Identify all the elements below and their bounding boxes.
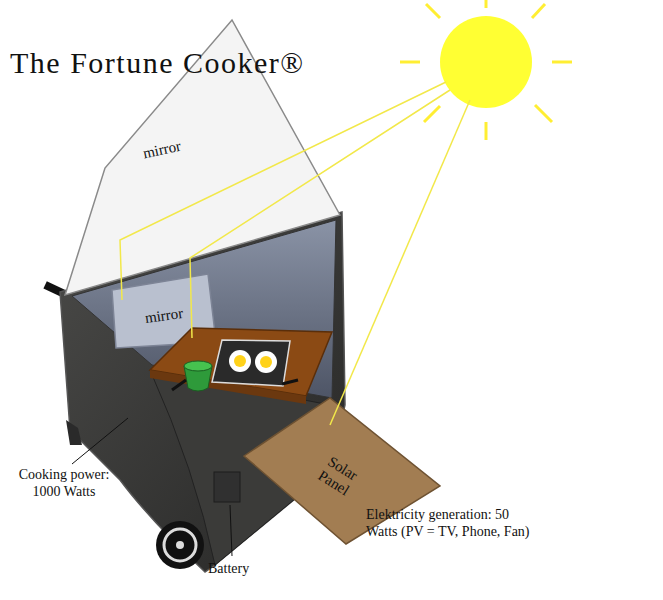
wheel bbox=[156, 521, 204, 569]
solar-panel-outline bbox=[244, 398, 440, 544]
title: The Fortune Cooker® bbox=[10, 46, 305, 80]
wheel-rim bbox=[164, 529, 196, 561]
sunlight-rays bbox=[120, 82, 470, 425]
sun bbox=[440, 16, 532, 108]
battery bbox=[214, 472, 240, 502]
egg-yolk bbox=[234, 355, 246, 367]
griddle-handle bbox=[282, 380, 298, 384]
power-generation-label: Elektricity generation: 50 Watts (PV = T… bbox=[366, 506, 534, 540]
sun-rays bbox=[400, 0, 572, 140]
egg bbox=[229, 350, 251, 372]
wheel-hub bbox=[176, 541, 184, 549]
pot-rim bbox=[184, 361, 212, 371]
griddle bbox=[212, 340, 290, 386]
leg bbox=[66, 420, 82, 445]
cooking-power-label: Cooking power: 1000 Watts bbox=[8, 466, 120, 500]
pot-handle bbox=[172, 380, 186, 390]
battery-label: Battery bbox=[208, 560, 268, 577]
egg bbox=[255, 351, 277, 373]
egg-yolk bbox=[260, 356, 272, 368]
leader-line bbox=[230, 505, 232, 556]
leader-line bbox=[72, 418, 128, 464]
